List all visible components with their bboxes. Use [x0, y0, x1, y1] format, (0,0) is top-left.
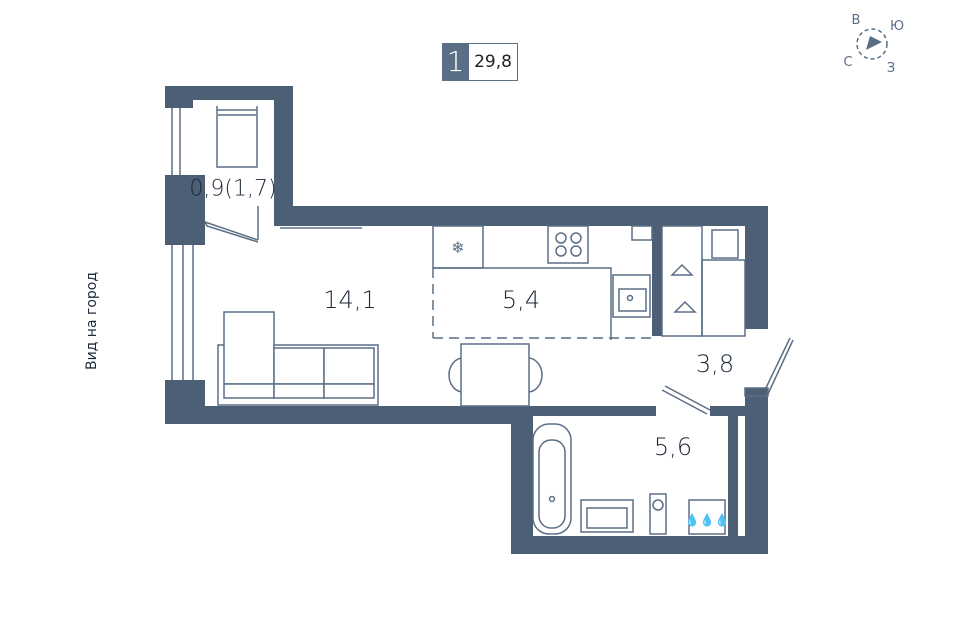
total-area-badge: 29,8	[469, 43, 518, 81]
balcony-rack	[216, 106, 258, 168]
wardrobe	[661, 225, 746, 337]
balcony-door	[204, 206, 259, 243]
sofa	[217, 311, 379, 406]
kitchen-units	[432, 225, 653, 340]
compass-west: С	[843, 55, 852, 70]
dining-table	[448, 343, 543, 407]
kitchen-area-label: 5,4	[501, 286, 541, 314]
hall-area-label: 3,8	[695, 350, 735, 378]
bathroom-door	[661, 385, 711, 415]
bathroom-fixtures	[532, 423, 726, 535]
living-room-area-label: 14,1	[323, 286, 377, 314]
compass-east: Ю	[890, 19, 904, 34]
snowflake-icon: ❄	[451, 238, 464, 257]
water-drops-icon: 💧💧💧	[685, 513, 730, 527]
bathroom-area-label: 5,6	[653, 433, 693, 461]
entrance-door	[744, 337, 794, 397]
view-direction-label: Вид на город	[84, 271, 100, 371]
compass-north: В	[852, 13, 861, 28]
windows	[171, 108, 362, 380]
rooms-count-badge: 1	[442, 43, 469, 81]
compass: В Ю С З	[843, 13, 904, 76]
compass-south: З	[887, 61, 895, 76]
kitchen-zone-boundary	[432, 268, 652, 339]
balcony-area-label: 0,9(1,7)	[189, 176, 277, 202]
walls	[165, 86, 768, 554]
